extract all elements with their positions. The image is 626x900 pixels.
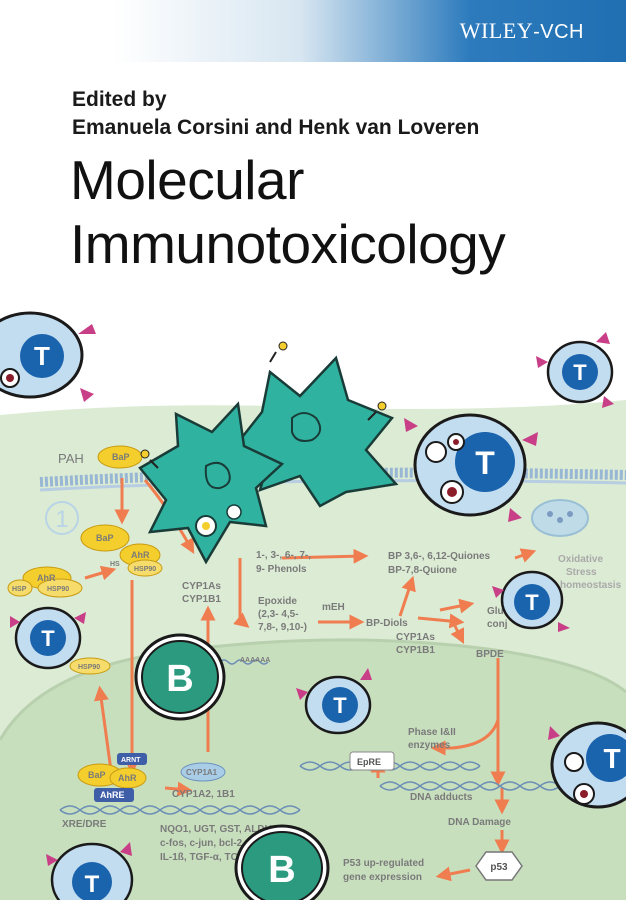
- t-cell-top-left: T: [0, 311, 96, 402]
- pathway-diagram: 1: [0, 311, 626, 900]
- t-cell-letter: T: [333, 693, 347, 718]
- publisher-suffix: -VCH: [533, 21, 584, 43]
- t-cell-letter: T: [603, 743, 620, 774]
- title-line-1: Molecular: [70, 149, 304, 211]
- label-phase: Phase I&II: [408, 727, 456, 738]
- t-cell-letter: T: [573, 360, 587, 385]
- b-cell-letter: B: [166, 658, 193, 700]
- label-il1b: IL-1ß, TGF-α, TC: [160, 852, 238, 863]
- label-cyp1a2-1b1: CYP1A2, 1B1: [172, 789, 235, 800]
- label-arnt: ARNT: [121, 757, 141, 764]
- mitochondrion-icon: [531, 499, 589, 537]
- t-cell-center-right: T: [404, 413, 538, 522]
- step-number: 1: [55, 506, 68, 533]
- label-hsp90-mid: HSP90: [134, 566, 156, 573]
- label-nqo1: NQO1, UGT, GST, ALDH: [160, 824, 272, 835]
- label-bpde: BPDE: [476, 649, 504, 660]
- label-hsp90-lower: HSP90: [78, 664, 100, 671]
- t-cell-letter: T: [85, 871, 100, 898]
- label-p53-up: P53 up-regulated: [343, 858, 424, 869]
- label-ahr-mid: AhR: [131, 550, 150, 560]
- edited-by-label: Edited by: [72, 88, 167, 111]
- t-cell-bottom-right: T: [548, 721, 626, 809]
- publisher-logo: WILEY-VCH: [460, 18, 584, 44]
- label-ahr-nucleus: AhR: [118, 773, 137, 783]
- label-p53: p53: [490, 862, 508, 873]
- editor-names: Emanuela Corsini and Henk van Loveren: [72, 116, 480, 139]
- dendritic-cell-left: [138, 401, 285, 565]
- t-cell-mid-right: T: [492, 570, 570, 632]
- label-pah: PAH: [58, 451, 84, 466]
- label-enzymes: enzymes: [408, 740, 451, 751]
- label-cyp1as-right: CYP1As: [396, 632, 435, 643]
- label-stress: Stress: [566, 567, 597, 578]
- label-cyp1b1-top: CYP1B1: [182, 594, 221, 605]
- label-cfos: c-fos, c-jun, bcl-2: [160, 838, 243, 849]
- t-cell-letter: T: [475, 445, 495, 481]
- label-cyp1a1: CYP1A1: [186, 768, 218, 777]
- label-epoxide-1: Epoxide: [258, 596, 297, 607]
- cover-illustration: 1: [0, 300, 626, 900]
- t-cell-letter: T: [525, 590, 539, 615]
- nuclear-envelope: [0, 638, 626, 741]
- label-conj: conj: [487, 619, 508, 630]
- publisher-name: WILEY: [459, 18, 534, 43]
- t-cell-letter: T: [34, 341, 50, 371]
- label-quiones-1: BP 3,6-, 6,12-Quiones: [388, 551, 491, 562]
- label-oxidative: Oxidative: [558, 554, 603, 565]
- t-cell-top-right: T: [536, 332, 614, 408]
- label-aaaaaa: AAAAAA: [240, 657, 270, 664]
- label-glu: Glu: [487, 606, 504, 617]
- label-epre: EpRE: [357, 757, 381, 767]
- label-dna-damage: DNA Damage: [448, 817, 511, 828]
- title-line-2: Immunotoxicology: [70, 213, 506, 275]
- label-hs-mid: HS: [110, 561, 120, 568]
- label-ahr-left: AhR: [37, 573, 56, 583]
- label-hsp90-left: HSP90: [47, 586, 69, 593]
- book-title: Molecular Immunotoxicology: [70, 148, 506, 276]
- label-meh: mEH: [322, 602, 345, 613]
- t-cell-nucleus-center: T: [296, 668, 372, 735]
- t-cell-letter: T: [41, 626, 55, 651]
- step-number-badge: [45, 501, 79, 535]
- label-epoxide-2: (2,3- 4,5-: [258, 609, 299, 620]
- label-ahre: AhRE: [100, 790, 125, 800]
- label-homeostasis: homeostasis: [560, 580, 622, 591]
- pathway-arrows: [84, 478, 537, 882]
- label-epoxide-3: 7,8-, 9,10-): [258, 622, 307, 633]
- b-cell-bottom: B: [234, 824, 330, 900]
- t-cell-left-middle: T: [10, 606, 86, 670]
- label-quiones-2: BP-7,8-Quione: [388, 565, 457, 576]
- label-xre-dre: XRE/DRE: [62, 819, 107, 830]
- b-cell-letter: B: [268, 849, 295, 891]
- label-bap-top: BaP: [112, 452, 130, 462]
- label-bap-mid: BaP: [96, 533, 114, 543]
- label-bp-diols: BP-Diols: [366, 618, 408, 629]
- label-dna-adducts: DNA adducts: [410, 792, 473, 803]
- ahr-complex-top: [7, 445, 395, 802]
- label-phenols-1: 1-, 3-, 6-, 7-,: [256, 550, 311, 561]
- publisher-banner: WILEY-VCH: [0, 0, 626, 62]
- label-phenols-2: 9- Phenols: [256, 564, 307, 575]
- editors-block: Edited by Emanuela Corsini and Henk van …: [72, 86, 479, 142]
- b-cell-center: B: [134, 633, 226, 721]
- label-hsp-left: HSP: [12, 586, 27, 593]
- p53-hexagon: [475, 851, 523, 881]
- label-bap-nucleus: BaP: [88, 770, 106, 780]
- antigen-receptor-icons: [140, 341, 387, 469]
- label-cyp1as-top: CYP1As: [182, 581, 221, 592]
- t-cell-bottom-left: T: [46, 842, 134, 900]
- label-gene-expression: gene expression: [343, 872, 422, 883]
- label-cyp1b1-right: CYP1B1: [396, 645, 435, 656]
